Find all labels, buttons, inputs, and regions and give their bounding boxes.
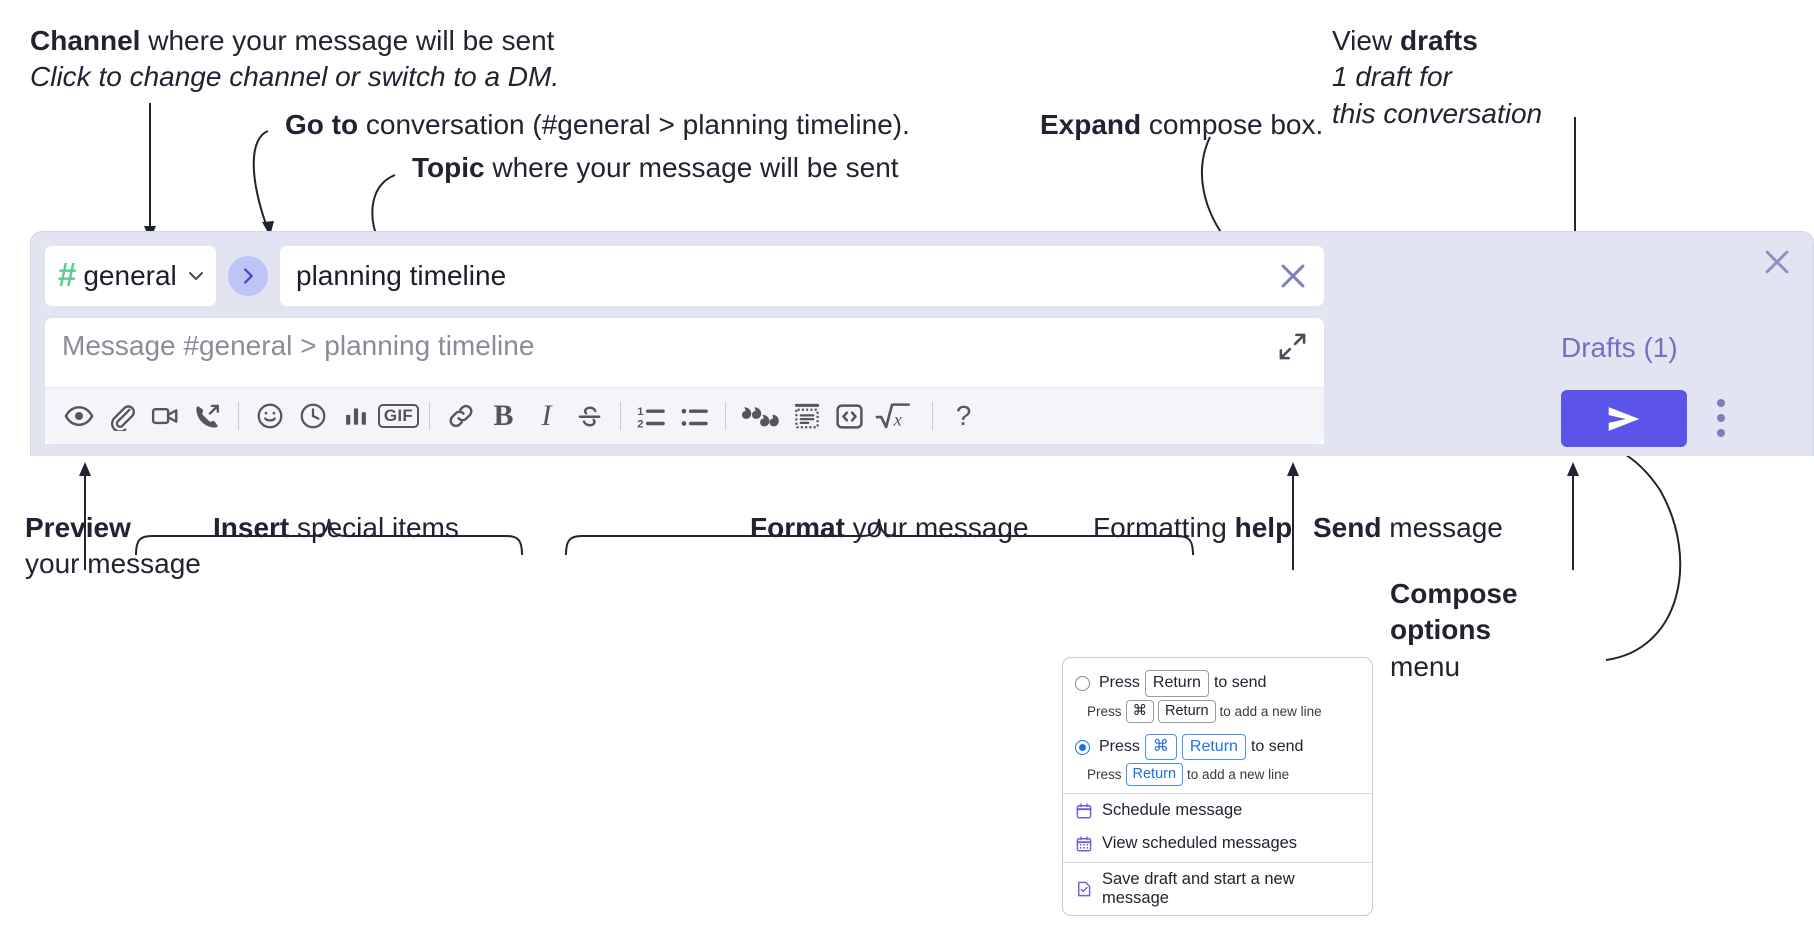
option1-suffix: to send [1213, 674, 1267, 692]
topic-field[interactable] [279, 245, 1325, 307]
video-icon[interactable] [143, 395, 186, 438]
save-draft-icon [1075, 880, 1093, 898]
key-return: Return [1181, 733, 1246, 761]
annotation-drafts: View drafts 1 draft for this conversatio… [1332, 25, 1543, 129]
option2-sub-suffix: to add a new line [1187, 767, 1290, 783]
option1-sub-prefix: Press [1087, 703, 1122, 719]
channel-picker[interactable]: # general [44, 245, 217, 307]
calendar-icon [1075, 802, 1093, 820]
menu-divider [1063, 793, 1372, 795]
goto-conversation-button[interactable] [228, 256, 268, 296]
italic-icon[interactable]: I [541, 399, 552, 433]
calendar-grid-icon [1075, 835, 1093, 853]
formatting-toolbar: GIF B I [45, 387, 1324, 444]
audio-call-icon[interactable] [186, 395, 229, 438]
key-return: Return [1158, 699, 1216, 723]
option2-sub-prefix: Press [1087, 767, 1122, 783]
annotation-insert: Insert special items [213, 512, 459, 543]
annotation-channel: Channel where your message will be sent … [30, 25, 560, 93]
annotation-format: Format your message [750, 512, 1029, 543]
message-input[interactable]: Message #general > planning timeline [45, 318, 1324, 387]
svg-text:1: 1 [637, 406, 643, 418]
svg-text:2: 2 [637, 419, 643, 431]
annotation-preview: Preview your message [25, 512, 201, 580]
key-return: Return [1144, 670, 1209, 697]
compose-header-row: # general [44, 245, 1325, 307]
toolbar-separator [620, 402, 621, 431]
menu-divider [1063, 862, 1372, 864]
svg-text:x: x [893, 410, 902, 430]
topic-input[interactable] [296, 246, 1276, 306]
chevron-down-icon [184, 264, 208, 288]
annotation-send: Send message [1313, 512, 1503, 543]
radio-return[interactable] [1075, 676, 1090, 691]
send-option-cmd-return[interactable]: Press ⌘ Return to send [1063, 730, 1372, 761]
channel-name: general [83, 260, 177, 291]
message-placeholder: Message #general > planning timeline [62, 330, 535, 361]
bold-icon[interactable]: B [493, 399, 514, 433]
compose-options-menu: Press Return to send Press ⌘ Return to a… [1062, 657, 1373, 917]
key-command: ⌘ [1144, 733, 1177, 761]
blockquote-icon[interactable] [735, 395, 785, 438]
bulleted-list-icon[interactable] [673, 395, 716, 438]
kebab-dot [1717, 414, 1725, 422]
expand-icon[interactable] [1277, 331, 1308, 362]
toolbar-separator [429, 402, 430, 431]
menu-item-save-draft[interactable]: Save draft and start a new message [1063, 863, 1372, 915]
menu-item-label: Schedule message [1102, 801, 1243, 820]
kebab-dot [1717, 429, 1725, 437]
drafts-link[interactable]: Drafts (1) [1561, 332, 1678, 363]
send-arrow-icon [1608, 406, 1640, 431]
annotation-expand: Expand compose box. [1040, 109, 1324, 140]
menu-item-label: Save draft and start a new message [1102, 870, 1295, 908]
compose-options-menu-button[interactable] [1706, 394, 1736, 442]
hash-icon: # [58, 256, 77, 293]
clear-topic-icon[interactable] [1276, 259, 1310, 293]
math-icon[interactable]: x [871, 395, 923, 438]
option1-prefix: Press [1099, 674, 1140, 692]
menu-item-label: View scheduled messages [1102, 834, 1298, 853]
annotation-compose-options: Compose options menu [1390, 578, 1518, 682]
toolbar-separator [238, 402, 239, 431]
annotation-goto: Go to conversation (#general > planning … [285, 109, 910, 140]
ordered-list-icon[interactable]: 1 2 [630, 395, 673, 438]
code-block-icon[interactable] [785, 395, 828, 438]
link-icon[interactable] [439, 395, 482, 438]
key-command: ⌘ [1125, 699, 1155, 723]
send-button[interactable] [1561, 390, 1687, 447]
chevron-right-icon [244, 268, 253, 284]
send-option-return-hint: Press ⌘ Return to add a new line [1087, 699, 1372, 723]
poll-icon[interactable] [334, 395, 377, 438]
emoji-icon[interactable] [248, 395, 291, 438]
attachment-icon[interactable] [100, 395, 143, 438]
preview-icon[interactable] [57, 395, 100, 438]
key-return: Return [1125, 763, 1184, 787]
toolbar-separator [725, 402, 726, 431]
option2-prefix: Press [1099, 738, 1140, 756]
annotation-topic: Topic where your message will be sent [412, 152, 899, 183]
send-option-return[interactable]: Press Return to send [1063, 666, 1372, 697]
menu-item-view-scheduled[interactable]: View scheduled messages [1063, 827, 1372, 860]
option2-suffix: to send [1250, 738, 1304, 756]
send-option-cmd-return-hint: Press Return to add a new line [1087, 763, 1372, 787]
message-box: Message #general > planning timeline [44, 317, 1325, 445]
code-icon[interactable] [828, 395, 871, 438]
kebab-dot [1717, 399, 1725, 407]
toolbar-separator [932, 402, 933, 431]
strikethrough-icon[interactable] [568, 395, 611, 438]
radio-cmd-return[interactable] [1075, 739, 1090, 755]
gif-icon[interactable]: GIF [377, 395, 420, 438]
compose-panel: # general Message #general > planning ti… [30, 231, 1814, 456]
close-icon[interactable] [1760, 245, 1794, 279]
option1-sub-suffix: to add a new line [1219, 703, 1322, 719]
annotation-formatting-help: Formatting help [1093, 512, 1293, 543]
help-icon[interactable]: ? [955, 400, 972, 432]
clock-icon[interactable] [291, 395, 334, 438]
menu-item-schedule-message[interactable]: Schedule message [1063, 794, 1372, 827]
